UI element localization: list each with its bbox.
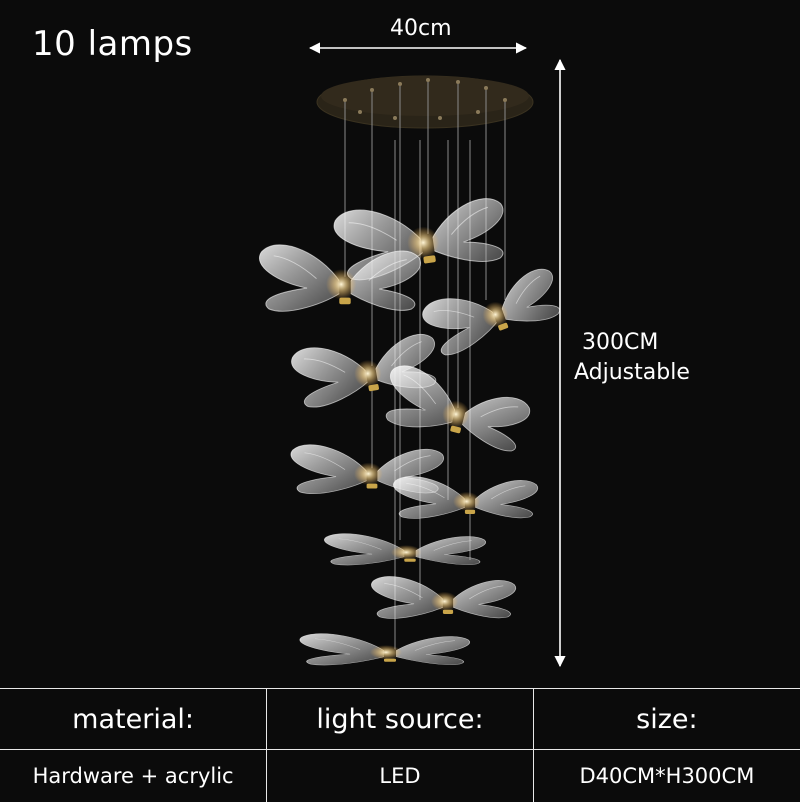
butterfly-lamp (371, 576, 515, 618)
spec-value-row: Hardware + acrylic LED D40CM*H300CM (0, 750, 800, 802)
material-header: material: (0, 689, 267, 750)
material-value: Hardware + acrylic (0, 750, 267, 802)
butterfly-lamp (393, 476, 537, 518)
butterfly-lamp (300, 634, 470, 665)
butterfly-lamp (324, 534, 485, 565)
spec-header-row: material: light source: size: (0, 689, 800, 750)
light-source-header: light source: (267, 689, 534, 750)
butterfly-lamp (419, 260, 566, 359)
chandelier-illustration (0, 0, 800, 690)
butterfly-lamp (259, 245, 420, 311)
butterfly-lamp (379, 362, 533, 455)
size-value: D40CM*H300CM (533, 750, 800, 802)
light-source-value: LED (267, 750, 534, 802)
size-header: size: (533, 689, 800, 750)
butterfly-lamp (332, 190, 510, 283)
specification-table: material: light source: size: Hardware +… (0, 688, 800, 802)
